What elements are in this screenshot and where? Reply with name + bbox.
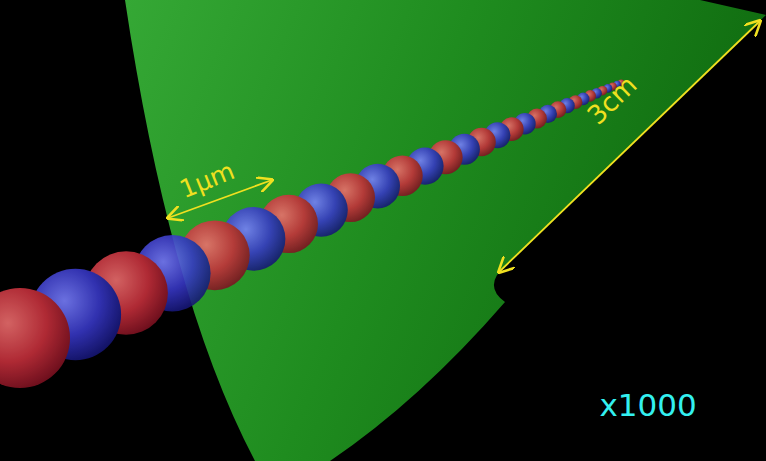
dimension-label: 3cm [583,71,641,129]
sphere [0,288,70,388]
sphere-chain [0,79,625,388]
magnification-label: x1000 [599,390,696,421]
dimension-arrow [499,21,760,272]
cone [125,0,766,461]
dimension-label: 1μm [176,158,237,202]
